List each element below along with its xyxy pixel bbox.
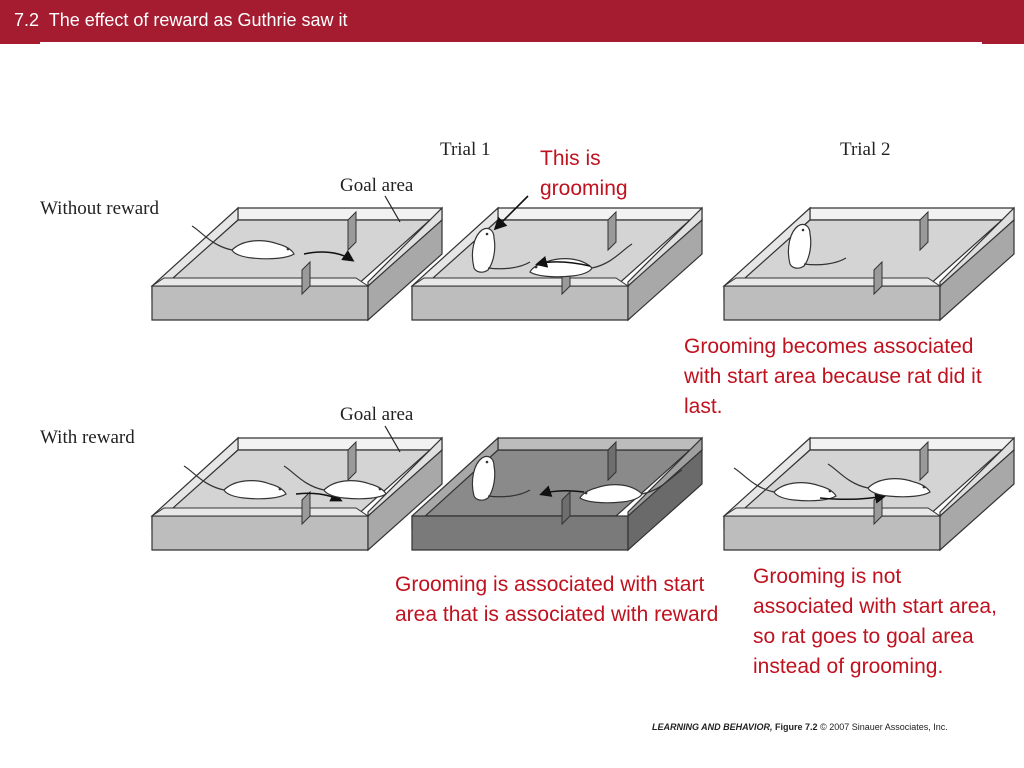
box-with-reward-trial1-start (151, 437, 443, 551)
credit-book: LEARNING AND BEHAVIOR, (652, 722, 773, 732)
slide-title: 7.2 The effect of reward as Guthrie saw … (14, 10, 348, 30)
figure-credit: LEARNING AND BEHAVIOR, Figure 7.2 © 2007… (652, 722, 948, 732)
goal-area-label-top: Goal area (340, 175, 414, 196)
row-label-without-reward: Without reward (40, 198, 160, 219)
goal-area-leader-bottom (384, 425, 401, 453)
trial-2-label: Trial 2 (840, 139, 891, 160)
title-bar: 7.2 The effect of reward as Guthrie saw … (0, 0, 1024, 42)
trial-1-label: Trial 1 (440, 139, 491, 160)
title-divider-left (0, 42, 40, 44)
box-without-reward-trial1-goal (411, 207, 703, 321)
credit-copyright: © 2007 Sinauer Associates, Inc. (820, 722, 948, 732)
box-with-reward-trial2 (723, 437, 1015, 551)
grooming-pointer-arrow (493, 195, 529, 231)
goal-area-label-bottom: Goal area (340, 404, 414, 425)
box-without-reward-trial1-start (151, 207, 443, 321)
box-without-reward-trial2 (723, 207, 1015, 321)
credit-figure: Figure 7.2 (775, 722, 818, 732)
annotation-grooming-not: Grooming is not associated with start ar… (753, 565, 997, 678)
annotation-grooming-with-reward: Grooming is associated with start area t… (395, 573, 719, 626)
box-with-reward-trial1-goal (411, 436, 703, 552)
row-label-with-reward: With reward (40, 427, 135, 448)
title-divider-right (982, 42, 1024, 44)
annotation-this-is-grooming: This is grooming (540, 147, 628, 200)
annotation-grooming-becomes: Grooming becomes associated with start a… (684, 335, 982, 418)
goal-area-leader-top (384, 195, 401, 223)
